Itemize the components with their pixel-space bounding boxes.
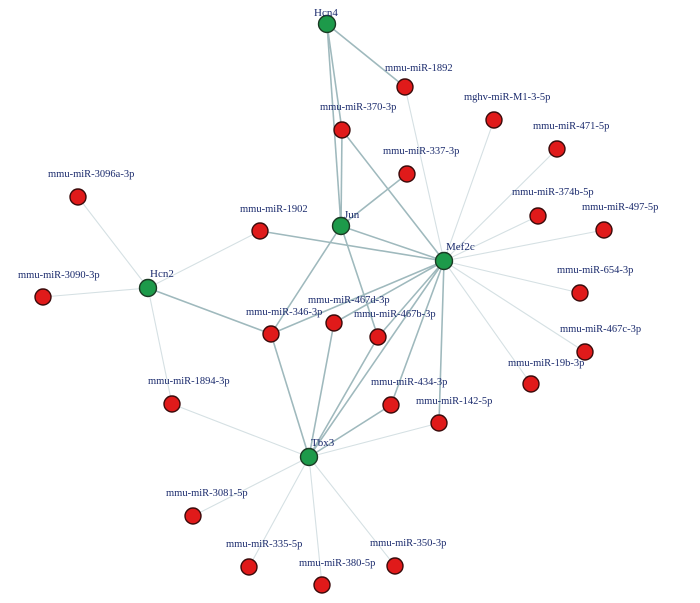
edge-m370-jun: [340, 129, 343, 227]
mirna-label-m1894: mmu-miR-1894-3p: [148, 376, 230, 387]
edge-hcn2-m346: [147, 287, 272, 335]
gene-label-mef2c: Mef2c: [446, 241, 475, 253]
mirna-label-m434: mmu-miR-434-3p: [371, 377, 447, 388]
edge-m434-tbx3: [308, 404, 392, 458]
mirna-label-m1902: mmu-miR-1902: [240, 204, 308, 215]
edge-m142-tbx3: [308, 422, 440, 458]
mirna-node-m467b: [369, 328, 387, 346]
mirna-label-m654: mmu-miR-654-3p: [557, 265, 633, 276]
mirna-node-m337: [398, 165, 416, 183]
mirna-label-m370: mmu-miR-370-3p: [320, 102, 396, 113]
mirna-node-m3081: [184, 507, 202, 525]
edge-jun-m346: [270, 225, 342, 335]
edge-tbx3-m3081: [192, 456, 310, 517]
mirna-node-m335: [240, 558, 258, 576]
edge-jun-m467b: [340, 225, 379, 338]
edge-m346-tbx3: [270, 333, 310, 458]
mirna-node-m1902: [251, 222, 269, 240]
edge-m467d-mef2c: [333, 260, 445, 324]
edge-hcn2-m1894: [147, 287, 173, 405]
mirna-label-m467c: mmu-miR-467c-3p: [560, 324, 641, 335]
gene-label-jun: Jun: [344, 209, 360, 221]
edge-m142-mef2c: [438, 260, 445, 424]
mirna-label-m3096: mmu-miR-3096a-3p: [48, 169, 134, 180]
mirna-node-m654: [571, 284, 589, 302]
edge-m3096-hcn2: [77, 196, 149, 289]
edge-hcn4-m370: [326, 23, 343, 131]
mirna-node-m467d: [325, 314, 343, 332]
edge-m467c-mef2c: [443, 260, 586, 353]
mirna-label-m497: mmu-miR-497-5p: [582, 202, 658, 213]
mirna-node-m1892: [396, 78, 414, 96]
edge-m1902-hcn2: [147, 230, 261, 289]
edge-m3090-hcn2: [42, 287, 149, 298]
mirna-label-m467d: mmu-miR-467d-3p: [308, 295, 390, 306]
edge-tbx3-mef2c: [308, 260, 445, 458]
gene-node-mef2c: [434, 251, 454, 271]
edge-m654-mef2c: [443, 260, 581, 294]
mirna-node-m370: [333, 121, 351, 139]
edge-hcn4-m1892: [326, 23, 406, 88]
mirna-label-m374b: mmu-miR-374b-5p: [512, 187, 594, 198]
mirna-node-m142: [430, 414, 448, 432]
edge-m1894-tbx3: [171, 403, 310, 458]
edge-m467b-mef2c: [377, 260, 445, 338]
gene-node-hcn2: [138, 278, 158, 298]
edge-tbx3-m350: [308, 456, 396, 567]
mirna-node-m434: [382, 396, 400, 414]
mirna-label-m380: mmu-miR-380-5p: [299, 558, 375, 569]
edge-m370-mef2c: [341, 129, 445, 262]
mirna-node-mghv: [485, 111, 503, 129]
edge-m434-mef2c: [390, 260, 445, 406]
mirna-label-m350: mmu-miR-350-3p: [370, 538, 446, 549]
mirna-node-m3090: [34, 288, 52, 306]
edge-m497-mef2c: [443, 229, 605, 262]
mirna-node-m380: [313, 576, 331, 594]
mirna-label-m142: mmu-miR-142-5p: [416, 396, 492, 407]
edge-m1892-mef2c: [404, 86, 445, 262]
mirna-label-mghv: mghv-miR-M1-3-5p: [464, 92, 550, 103]
edge-m1902-mef2c: [259, 230, 445, 262]
mirna-label-m19b: mmu-miR-19b-3p: [508, 358, 584, 369]
mirna-label-m337: mmu-miR-337-3p: [383, 146, 459, 157]
edge-m346-mef2c: [270, 260, 445, 335]
mirna-node-m3096: [69, 188, 87, 206]
mirna-node-m346: [262, 325, 280, 343]
mirna-node-m467c: [576, 343, 594, 361]
gene-label-hcn4: Hcn4: [314, 7, 338, 19]
mirna-node-m471: [548, 140, 566, 158]
mirna-node-m350: [386, 557, 404, 575]
mirna-label-m471: mmu-miR-471-5p: [533, 121, 609, 132]
gene-node-hcn4: [317, 14, 337, 34]
gene-node-tbx3: [299, 447, 319, 467]
edge-m337-jun: [340, 173, 408, 227]
labels-layer: mmu-miR-1892 mmu-miR-370-3p mghv-miR-M1-3-…: [18, 7, 658, 569]
mirna-node-m19b: [522, 375, 540, 393]
edge-tbx3-m335: [248, 456, 310, 568]
edge-m19b-mef2c: [443, 260, 532, 385]
edge-m471-mef2c: [443, 148, 558, 262]
edge-m374b-mef2c: [443, 215, 539, 262]
edge-m467b-tbx3: [308, 336, 379, 458]
mirna-node-m497: [595, 221, 613, 239]
gene-label-tbx3: Tbx3: [311, 437, 335, 449]
gene-label-hcn2: Hcn2: [150, 268, 174, 280]
mirna-node-m1894: [163, 395, 181, 413]
edge-m467d-tbx3: [308, 322, 335, 458]
mirna-label-m3081: mmu-miR-3081-5p: [166, 488, 248, 499]
edge-tbx3-m380: [308, 456, 323, 586]
edge-hcn4-jun: [326, 23, 342, 227]
edges-layer: [42, 23, 605, 586]
gene-node-jun: [331, 216, 351, 236]
mirna-label-m1892: mmu-miR-1892: [385, 63, 453, 74]
nodes-layer: [34, 14, 613, 594]
edge-jun-mef2c: [340, 225, 445, 262]
mirna-node-m374b: [529, 207, 547, 225]
mirna-label-m335: mmu-miR-335-5p: [226, 539, 302, 550]
mirna-label-m3090: mmu-miR-3090-3p: [18, 270, 100, 281]
mirna-label-m467b: mmu-miR-467b-3p: [354, 309, 436, 320]
mirna-label-m346: mmu-miR-346-3p: [246, 307, 322, 318]
edge-mghv-mef2c: [443, 119, 495, 262]
